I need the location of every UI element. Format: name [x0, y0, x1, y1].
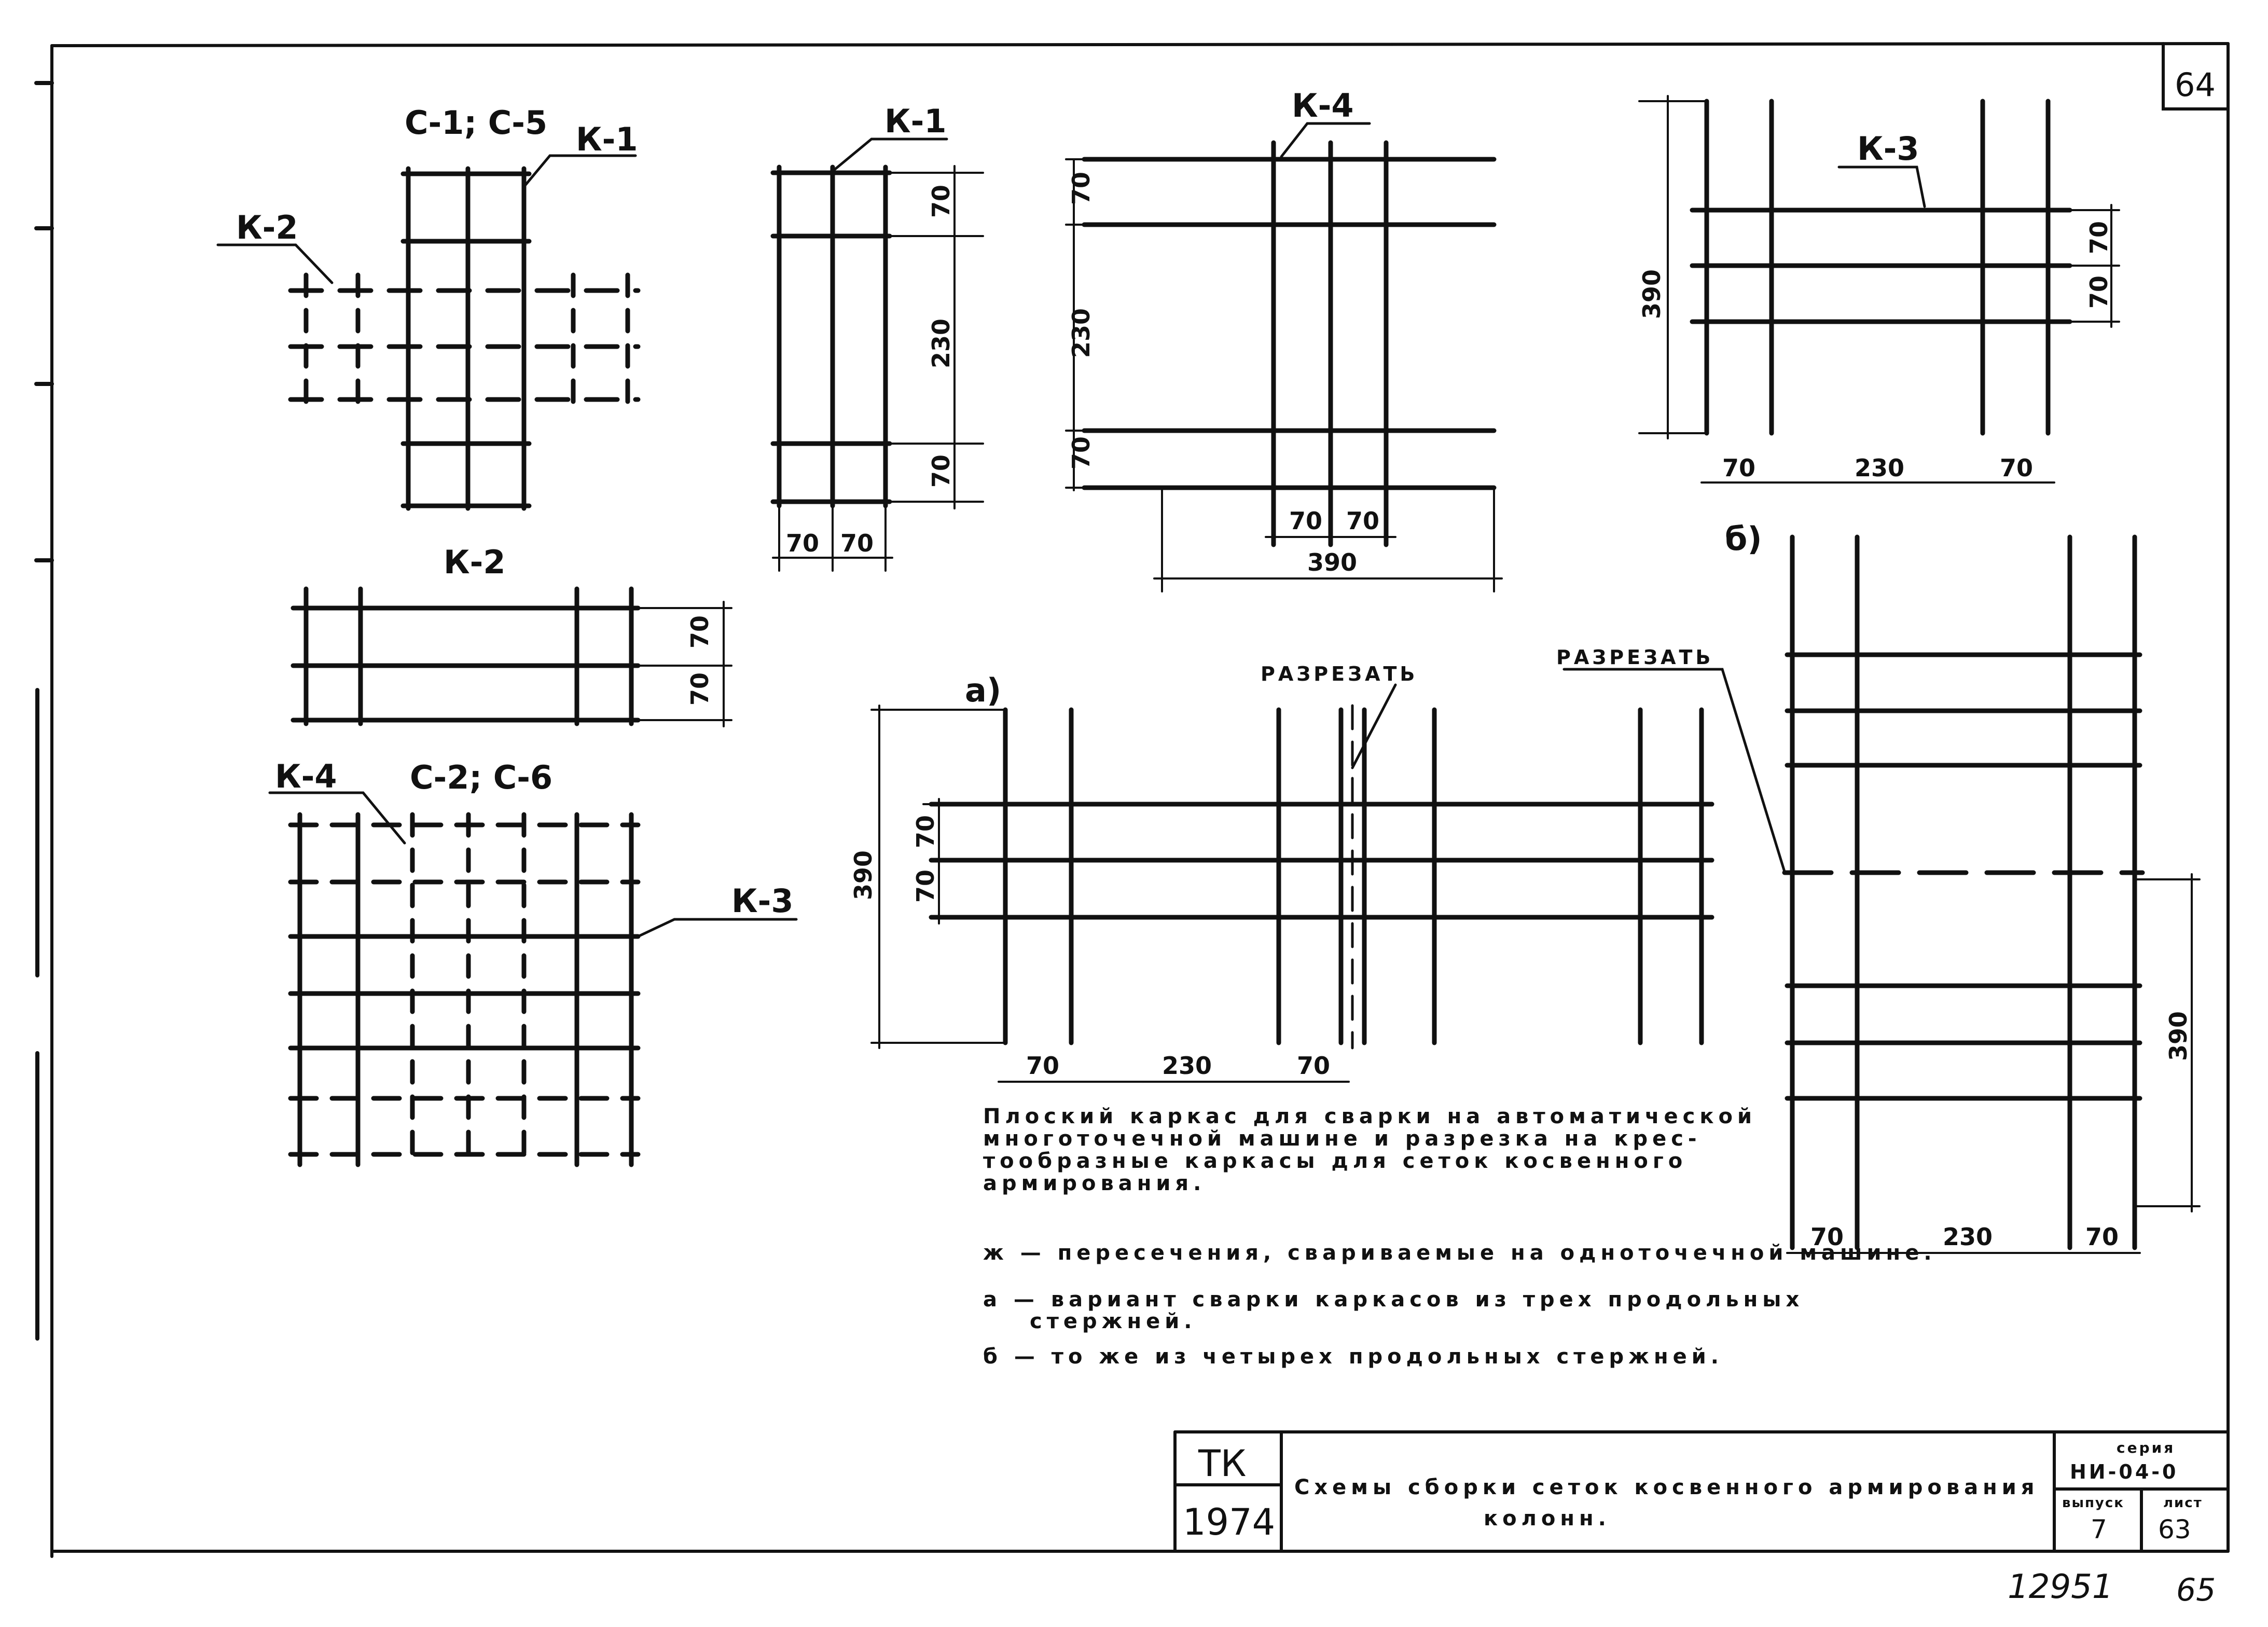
- dim-k1-70-right: 70: [840, 529, 874, 557]
- dim-k3-70-right: 70: [2000, 454, 2033, 482]
- label-k4-detail: К-4: [1292, 87, 1354, 125]
- label-cut-a: РАЗРЕЗАТЬ: [1261, 663, 1418, 685]
- archive-code: 12951: [2008, 1568, 2113, 1606]
- label-cut-b: РАЗРЕЗАТЬ: [1556, 646, 1713, 669]
- flat-frame-variant-b: [1562, 534, 2201, 1254]
- dim-k4-70a: 70: [1289, 507, 1322, 535]
- series-value: НИ-04-0: [2070, 1460, 2178, 1483]
- label-k3-mesh: К-3: [731, 882, 794, 920]
- dim-b-70-left: 70: [1810, 1223, 1844, 1251]
- dim-k1-70-bot: 70: [927, 454, 955, 488]
- label-s2-s6: С-2; С-6: [410, 759, 552, 796]
- dim-k2-70b: 70: [686, 672, 714, 706]
- label-k2-mesh: К-2: [236, 209, 298, 246]
- issue-label: выпуск: [2062, 1495, 2124, 1511]
- dim-k4-390: 390: [1307, 548, 1357, 576]
- dim-k4-230: 230: [1067, 308, 1095, 358]
- dim-a-70-right: 70: [1297, 1052, 1330, 1080]
- binding-margin-marks: [34, 81, 54, 1341]
- dim-k3-390: 390: [1638, 269, 1666, 319]
- sheet-value: 63: [2158, 1514, 2191, 1545]
- dim-a-390: 390: [849, 850, 877, 900]
- dim-a-70b: 70: [911, 870, 939, 903]
- mesh-c2-c6: [268, 791, 798, 1167]
- drawing-title-2: колонн.: [1484, 1507, 1611, 1531]
- label-k2-title: К-2: [444, 543, 506, 581]
- dim-k3-70b: 70: [2085, 275, 2113, 309]
- label-variant-a: а): [965, 671, 1001, 709]
- label-k4-mesh: К-4: [275, 757, 337, 795]
- title-block-lines: [1173, 1430, 2230, 1553]
- legend-variant-b: б — то же из четырех продольных стержней…: [983, 1345, 1723, 1369]
- frame-k4: [1065, 122, 1503, 592]
- archive-page: 65: [2176, 1572, 2216, 1608]
- legend-weld-marks: ж — пересечения, свариваемые на одноточе…: [983, 1241, 1937, 1265]
- dim-b-70-right: 70: [2085, 1223, 2119, 1251]
- label-k3-detail: К-3: [1857, 130, 1919, 168]
- label-s1-s5: С-1; С-5: [405, 104, 547, 142]
- mesh-c1-c5: [216, 154, 641, 511]
- dim-k3-70a: 70: [2085, 221, 2113, 254]
- note-line-4: армирования.: [983, 1171, 1206, 1195]
- sheet-label: лист: [2163, 1495, 2203, 1511]
- dim-a-230: 230: [1162, 1052, 1212, 1080]
- dim-k1-70-top: 70: [927, 185, 955, 218]
- title-year: 1974: [1183, 1501, 1275, 1543]
- issue-value: 7: [2091, 1514, 2107, 1545]
- dim-k1-230: 230: [927, 319, 955, 368]
- dim-k3-70-left: 70: [1722, 454, 1755, 482]
- label-k1-mesh: К-1: [576, 120, 638, 158]
- dim-b-390: 390: [2164, 1011, 2192, 1061]
- drawing-title-1: Схемы сборки сеток косвенного армировани…: [1294, 1476, 2039, 1499]
- dim-a-70-left: 70: [1026, 1052, 1059, 1080]
- frame-k1: [770, 137, 984, 572]
- frame-k3: [1638, 95, 2120, 484]
- dim-k4-70-top: 70: [1067, 172, 1095, 205]
- label-k1-detail: К-1: [884, 102, 947, 140]
- page-number: 64: [2175, 66, 2216, 104]
- legend-variant-a-1: а — вариант сварки каркасов из трех прод…: [983, 1288, 1804, 1312]
- note-line-3: тообразные каркасы для сеток косвенного: [983, 1149, 1687, 1173]
- sheet-frame: [50, 42, 2230, 1558]
- dim-k4-70b: 70: [1346, 507, 1379, 535]
- flat-frame-variant-a: [870, 683, 1714, 1083]
- dim-k4-70-bot: 70: [1067, 436, 1095, 470]
- legend-variant-a-2: стержней.: [1030, 1309, 1196, 1333]
- dim-k1-70-left: 70: [786, 529, 819, 557]
- dim-a-70a: 70: [911, 815, 939, 848]
- note-line-1: Плоский каркас для сварки на автоматичес…: [983, 1105, 1757, 1128]
- title-org: ТК: [1198, 1442, 1246, 1485]
- series-label: серия: [2117, 1439, 2175, 1456]
- note-line-2: многоточечной машине и разрезка на крес-: [983, 1127, 1702, 1151]
- label-variant-b: б): [1725, 520, 1762, 558]
- dim-k3-230: 230: [1855, 454, 1904, 482]
- dim-b-230: 230: [1943, 1223, 1993, 1251]
- dim-k2-70a: 70: [686, 615, 714, 649]
- frame-k2: [291, 586, 732, 727]
